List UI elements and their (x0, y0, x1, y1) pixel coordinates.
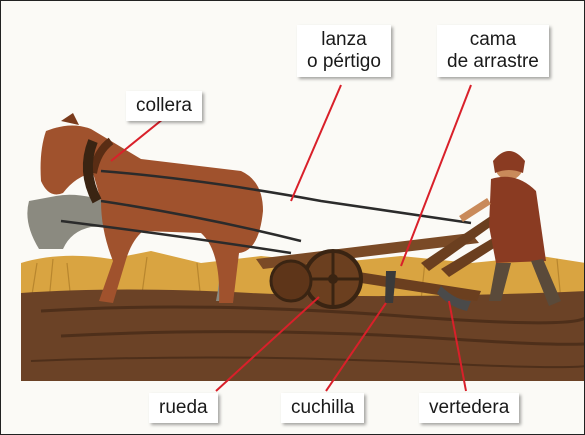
leader-line-lanza (290, 84, 342, 202)
label-rueda: rueda (149, 393, 218, 423)
brown-horse (40, 113, 263, 303)
leader-lines (110, 84, 472, 392)
label-cuchilla: cuchilla (281, 393, 365, 423)
label-collera-text: collera (136, 95, 192, 116)
label-cama-line2: de arrastre (447, 51, 539, 72)
label-cuchilla-text: cuchilla (291, 397, 355, 418)
leader-line-collera (110, 118, 164, 162)
label-cama: cama de arrastre (437, 25, 549, 77)
plough-wheel (303, 249, 363, 309)
furrow (60, 330, 584, 346)
plough-handle (421, 209, 507, 271)
label-lanza-line1: lanza (321, 29, 367, 50)
horse-collar (82, 139, 102, 204)
label-rueda-text: rueda (159, 397, 208, 418)
label-lanza-line2: o pértigo (307, 51, 381, 72)
leader-line-vertedera (448, 300, 467, 392)
harness-ropes (60, 169, 472, 255)
label-cama-line1: cama (469, 29, 517, 50)
leader-line-rueda (215, 296, 320, 392)
label-vertedera: vertedera (419, 393, 520, 423)
leader-line-cama (400, 84, 472, 267)
leader-line-cuchilla (325, 302, 387, 392)
label-lanza: lanza o pértigo (297, 25, 391, 77)
plough-wheel-rear (269, 259, 313, 303)
coulter-blade (385, 271, 396, 303)
label-vertedera-text: vertedera (429, 397, 510, 418)
ploughman (459, 151, 561, 306)
furrow (30, 356, 584, 369)
mouldboard (437, 286, 471, 311)
furrow (40, 305, 584, 325)
label-collera: collera (126, 91, 202, 121)
